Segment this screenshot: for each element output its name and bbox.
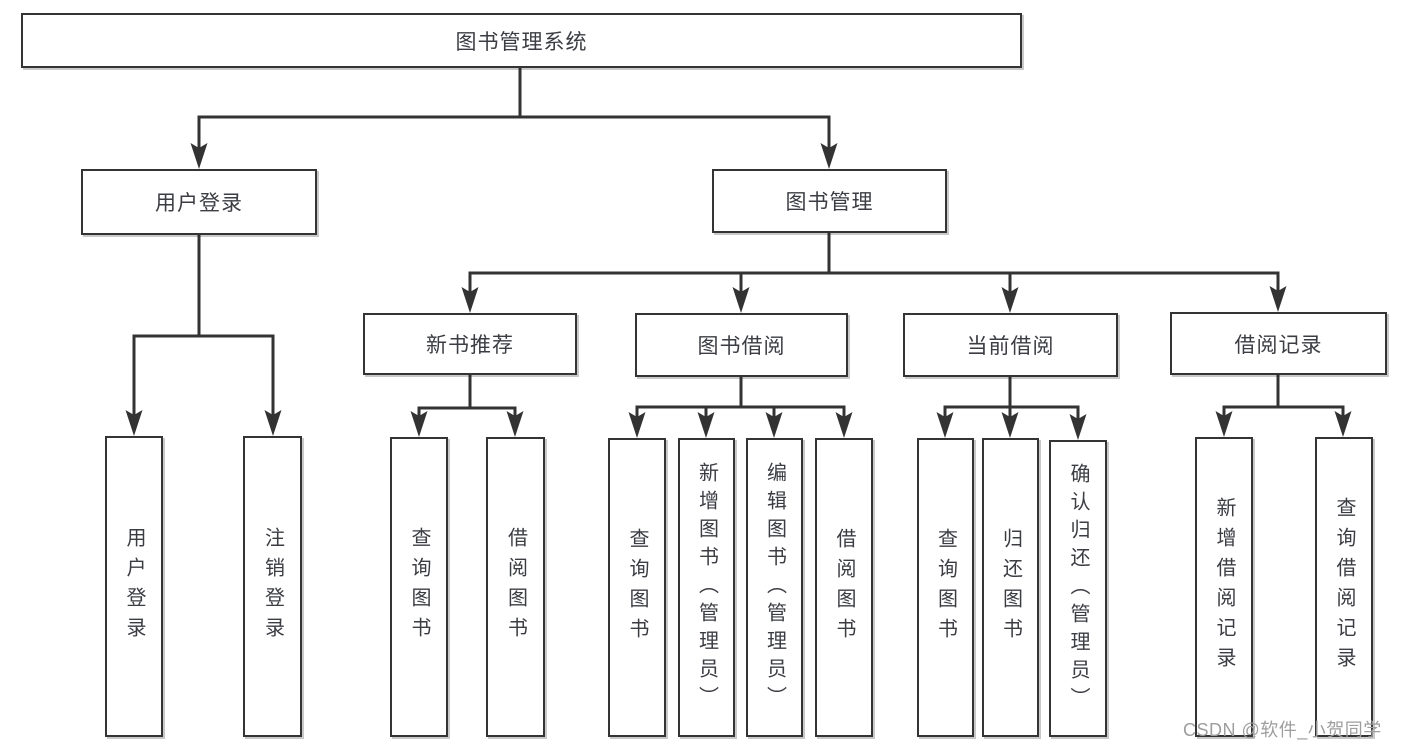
- connector-book-borrow-children: [628, 375, 853, 438]
- node-borrow-records: 借阅记录: [1170, 312, 1387, 375]
- node-new-book-recommend: 新书推荐: [363, 313, 577, 375]
- leaf-borrow-book-recommend: 借阅图书: [486, 437, 545, 737]
- connector-borrow-records-children: [1215, 373, 1352, 437]
- leaf-add-borrow-record: 新增借阅记录: [1195, 437, 1253, 737]
- leaf-return-book: 归还图书: [982, 438, 1039, 737]
- leaf-logout: 注销登录: [243, 436, 302, 737]
- leaf-confirm-return-admin: 确认归还（管理员）: [1049, 440, 1107, 737]
- node-root: 图书管理系统: [21, 13, 1022, 68]
- csdn-watermark: CSDN @软件_小贺同学: [1183, 720, 1382, 740]
- node-user-login: 用户登录: [81, 169, 317, 235]
- connector-book-management-children: [461, 231, 1287, 313]
- connector-new-book-recommend-children: [410, 373, 524, 437]
- connector-user-login-children: [125, 233, 282, 436]
- leaf-user-login: 用户登录: [105, 436, 163, 737]
- node-book-management: 图书管理: [712, 169, 947, 233]
- leaf-query-book-recommend: 查询图书: [390, 437, 448, 737]
- leaf-add-book-admin: 新增图书（管理员）: [678, 438, 735, 737]
- leaf-query-book-current: 查询图书: [917, 438, 974, 737]
- leaf-query-book-borrow: 查询图书: [608, 438, 666, 737]
- leaf-edit-book-admin: 编辑图书（管理员）: [746, 438, 803, 737]
- connector-root-to-level2: [190, 66, 838, 169]
- node-current-borrow: 当前借阅: [903, 313, 1118, 377]
- connector-current-borrow-children: [936, 375, 1087, 440]
- node-book-borrow: 图书借阅: [635, 313, 848, 377]
- leaf-borrow-book-borrow: 借阅图书: [815, 438, 873, 737]
- leaf-query-borrow-record: 查询借阅记录: [1315, 437, 1373, 737]
